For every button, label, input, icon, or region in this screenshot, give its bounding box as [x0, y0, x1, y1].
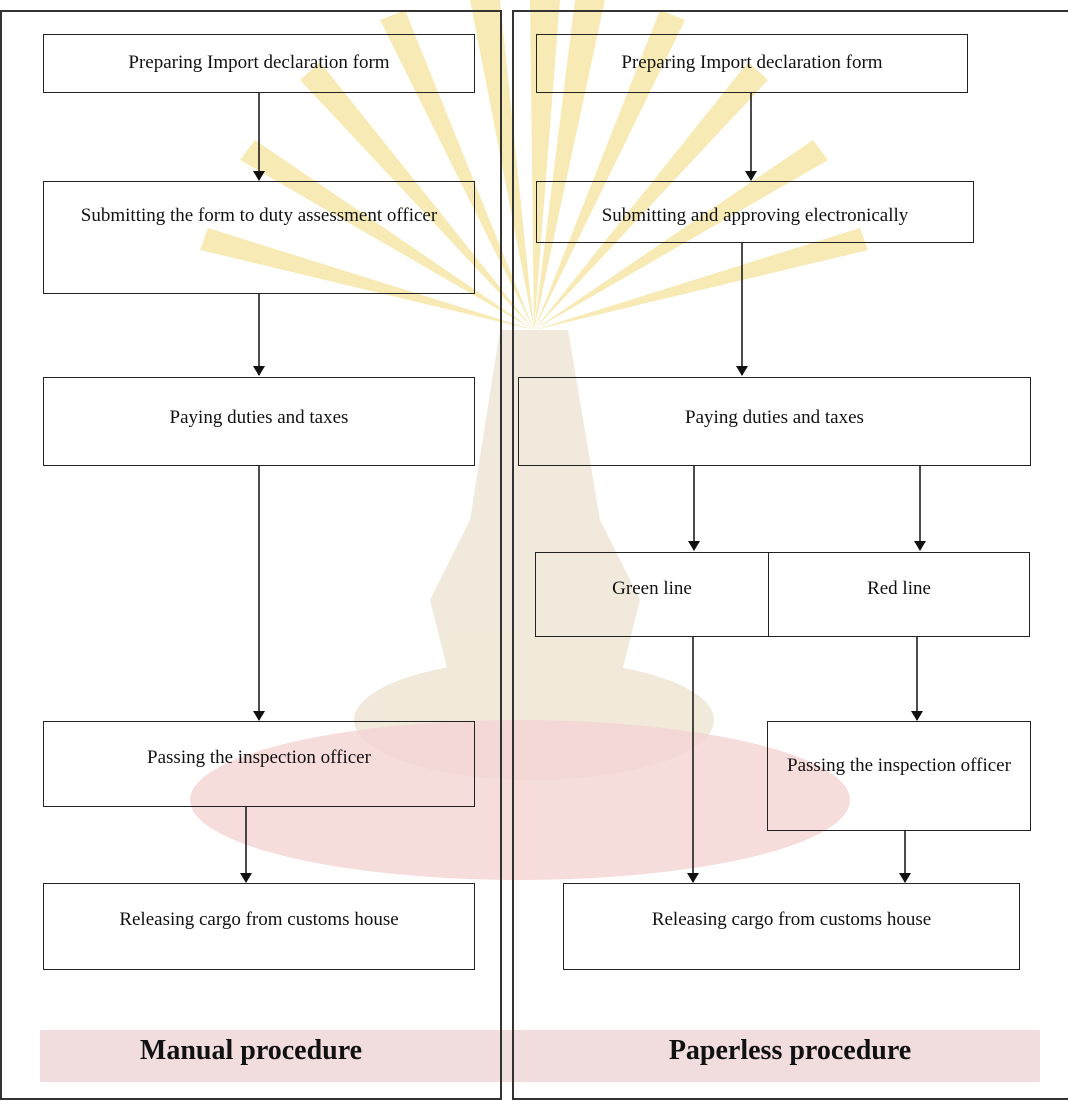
- paperless-step-release-label: Releasing cargo from customs house: [651, 909, 932, 930]
- paperless-step-submit-label: Submitting and approving electronically: [601, 205, 909, 226]
- paperless-step-red: Red line: [768, 552, 1030, 637]
- manual-step-pay: Paying duties and taxes: [43, 377, 475, 466]
- paperless-step-pay-label: Paying duties and taxes: [685, 407, 864, 428]
- manual-step-release-label: Releasing cargo from customs house: [119, 909, 399, 930]
- paperless-step-green: Green line: [535, 552, 769, 637]
- manual-step-release: Releasing cargo from customs house: [43, 883, 475, 970]
- manual-step-submit: Submitting the form to duty assessment o…: [43, 181, 475, 294]
- manual-step-prepare: Preparing Import declaration form: [43, 34, 475, 93]
- paperless-step-prepare: Preparing Import declaration form: [536, 34, 968, 93]
- paperless-title: Paperless procedure: [668, 1035, 912, 1066]
- manual-step-inspect-label: Passing the inspection officer: [147, 747, 371, 768]
- manual-step-inspect: Passing the inspection officer: [43, 721, 475, 807]
- manual-step-submit-label: Submitting the form to duty assessment o…: [80, 205, 438, 226]
- paperless-step-pay: Paying duties and taxes: [518, 377, 1031, 466]
- paperless-step-submit: Submitting and approving electronically: [536, 181, 974, 243]
- manual-step-prepare-label: Preparing Import declaration form: [128, 52, 390, 73]
- paperless-step-release: Releasing cargo from customs house: [563, 883, 1020, 970]
- paperless-step-green-label: Green line: [612, 578, 692, 599]
- paperless-step-inspect-label: Passing the inspection officer: [787, 755, 1011, 776]
- manual-step-pay-label: Paying duties and taxes: [169, 407, 349, 428]
- paperless-step-inspect: Passing the inspection officer: [767, 721, 1031, 831]
- paperless-step-red-label: Red line: [867, 578, 931, 599]
- paperless-step-prepare-label: Preparing Import declaration form: [621, 52, 883, 73]
- manual-title: Manual procedure: [139, 1035, 363, 1066]
